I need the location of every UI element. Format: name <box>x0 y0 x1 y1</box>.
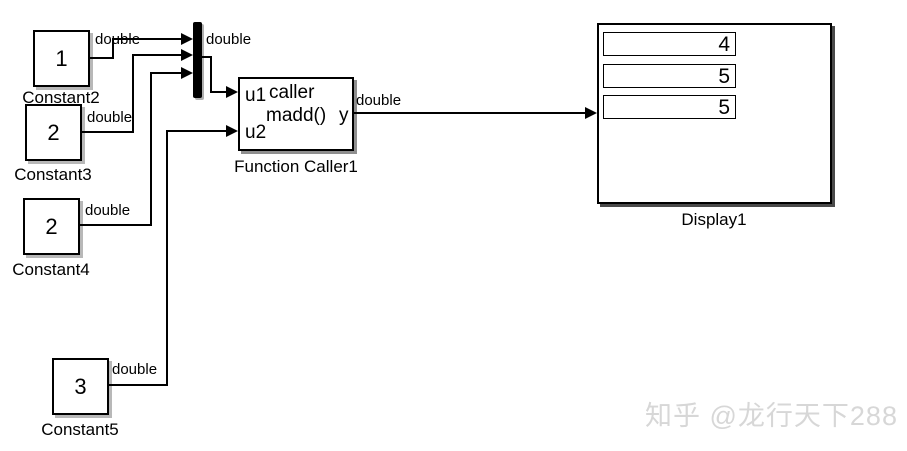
fc-madd-text: madd() <box>266 105 327 126</box>
wire-constant5-seg[interactable] <box>107 384 168 386</box>
wire-mux-out-seg[interactable] <box>201 56 212 58</box>
wire-arrowhead <box>181 49 193 61</box>
wire-fc-out-seg[interactable] <box>353 112 586 114</box>
signal-type-label: double <box>87 109 133 126</box>
wire-arrowhead <box>226 125 238 137</box>
wire-constant3-seg[interactable] <box>132 54 134 133</box>
display-value-row: 5 <box>603 95 736 119</box>
display-value-row: 4 <box>603 32 736 56</box>
wire-mux-out-seg[interactable] <box>210 56 212 93</box>
wire-constant4-seg[interactable] <box>150 72 182 74</box>
constant3-label: Constant3 <box>14 165 92 184</box>
constant5-block[interactable]: 3 <box>52 358 109 415</box>
constant2-value: 1 <box>55 45 68 71</box>
display1-label: Display1 <box>681 210 747 229</box>
signal-type-label: double <box>112 361 158 378</box>
fc-port-y-label: y <box>339 105 349 126</box>
signal-type-label: double <box>356 92 402 109</box>
constant4-block[interactable]: 2 <box>23 198 80 255</box>
constant5-value: 3 <box>74 373 87 399</box>
signal-type-label: double <box>95 31 141 48</box>
constant2-label: Constant2 <box>22 88 100 107</box>
function-caller1-block[interactable]: u1 caller madd() y u2 <box>238 77 354 151</box>
wire-constant4-seg[interactable] <box>80 224 152 226</box>
wire-constant4-seg[interactable] <box>150 72 152 226</box>
signal-type-label: double <box>85 202 131 219</box>
constant3-value: 2 <box>47 119 60 145</box>
wire-constant3-seg[interactable] <box>132 54 182 56</box>
fc-caller-text: caller <box>269 82 315 103</box>
wire-constant5-seg[interactable] <box>166 130 168 386</box>
wire-constant2-seg[interactable] <box>89 57 114 59</box>
zhihu-watermark: 知乎 @龙行天下288 <box>645 401 898 431</box>
constant2-block[interactable]: 1 <box>33 30 90 87</box>
constant5-label: Constant5 <box>41 420 119 439</box>
wire-arrowhead <box>181 67 193 79</box>
constant4-label: Constant4 <box>12 260 90 279</box>
constant3-block[interactable]: 2 <box>25 104 82 161</box>
function-caller1-label: Function Caller1 <box>234 157 358 176</box>
constant4-value: 2 <box>45 213 58 239</box>
display-value-row: 5 <box>603 64 736 88</box>
wire-arrowhead <box>585 107 597 119</box>
wire-constant5-seg[interactable] <box>166 130 227 132</box>
fc-port-u1-label: u1 <box>245 85 267 106</box>
wire-arrowhead <box>226 86 238 98</box>
wire-mux-out-seg[interactable] <box>210 91 227 93</box>
signal-type-label: double <box>206 31 252 48</box>
wire-constant2-seg[interactable] <box>112 38 114 59</box>
fc-port-u2-label: u2 <box>245 122 267 143</box>
wire-constant2-seg[interactable] <box>112 38 182 40</box>
wire-arrowhead <box>181 33 193 45</box>
wire-constant3-seg[interactable] <box>80 131 134 133</box>
mux-block[interactable] <box>193 22 202 98</box>
display1-block[interactable]: 4 5 5 <box>597 23 832 204</box>
